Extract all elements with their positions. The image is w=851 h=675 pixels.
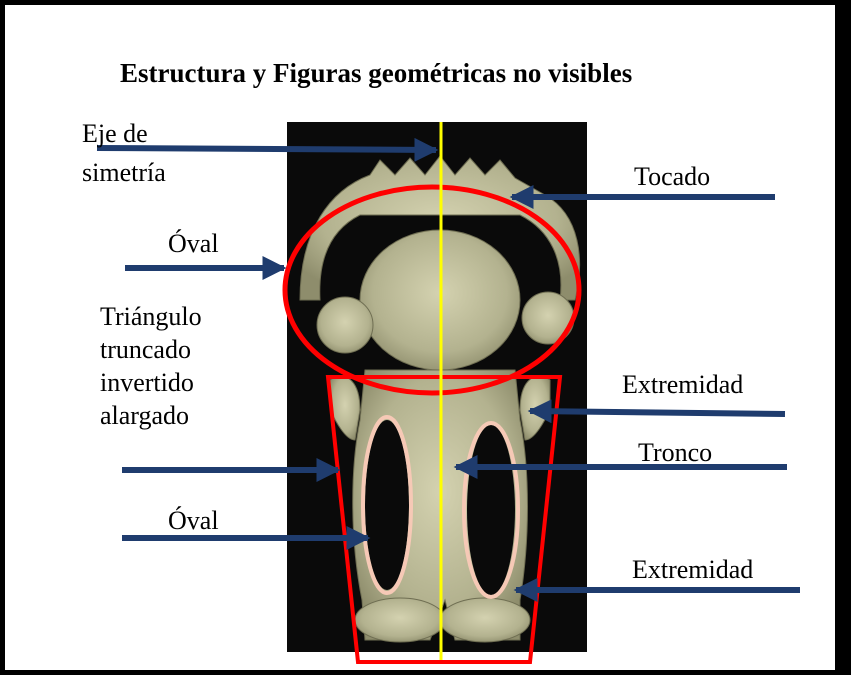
left-cavity (365, 420, 409, 590)
label-tronco: Tronco (638, 436, 712, 469)
label-triangulo-truncado: Triángulo truncado invertido alargado (100, 300, 202, 432)
label-tocado: Tocado (634, 160, 710, 193)
label-oval-top: Óval (168, 227, 219, 260)
left-foot (355, 598, 445, 642)
label-eje-de-simetria: Eje de simetría (82, 117, 166, 189)
right-cavity (467, 425, 515, 595)
label-extremidad-top: Extremidad (622, 368, 743, 401)
left-ear-spiral (317, 297, 373, 353)
right-foot (440, 598, 530, 642)
arrow-extremidad-top (530, 411, 785, 414)
label-oval-bottom: Óval (168, 504, 219, 537)
label-extremidad-bottom: Extremidad (632, 553, 753, 586)
